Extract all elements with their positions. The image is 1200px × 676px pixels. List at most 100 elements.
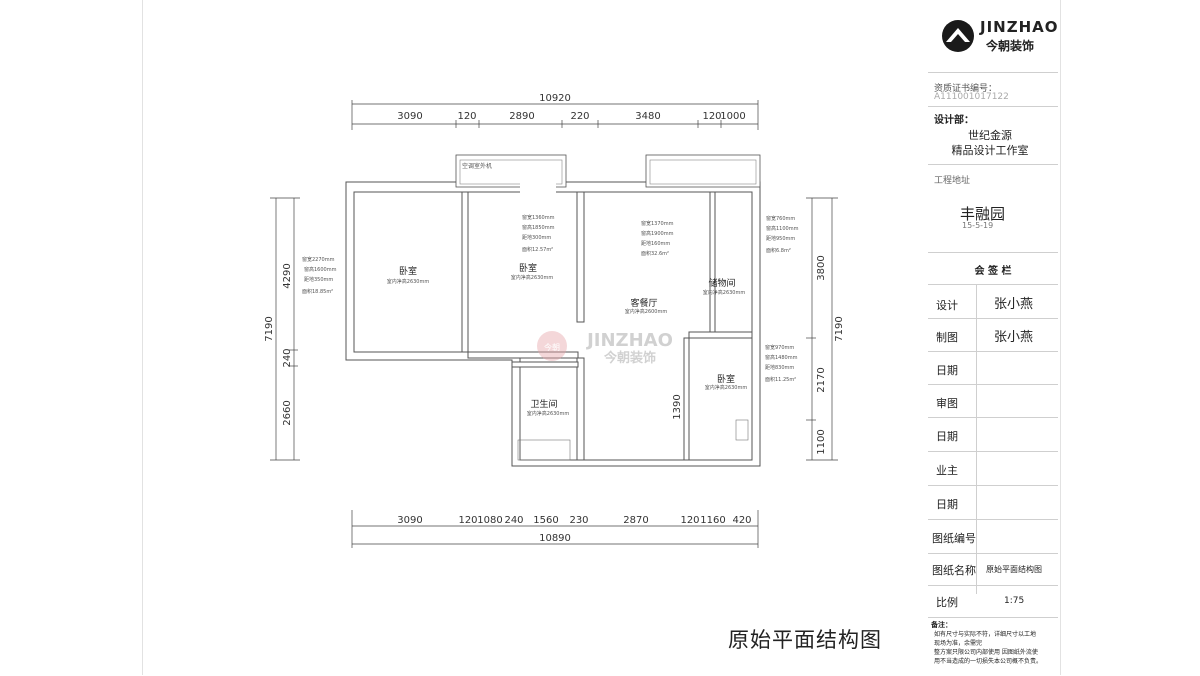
dim-right-3: 1100 (816, 429, 827, 454)
row-scale: 比例 1:75 (928, 585, 1058, 618)
dim-top-3: 2890 (509, 111, 534, 122)
row-date-2: 日期 (928, 417, 1058, 452)
svg-text:窗高1850mm: 窗高1850mm (522, 224, 555, 231)
project-name: 丰融园 (960, 205, 1006, 223)
room-bedroom-left-note: 室内净高2630mm (387, 278, 430, 285)
dim-left-3: 2660 (282, 400, 293, 425)
specs-storage: 窗宽760mm 窗高1100mm 距地950mm 面积6.8m² (766, 215, 799, 254)
dim-bot-10: 420 (732, 515, 751, 526)
room-bedroom-right-note: 室内净高2630mm (705, 384, 748, 391)
notes-label: 备注： (931, 621, 952, 629)
row-review: 审图 (928, 384, 1058, 418)
svg-text:面积6.8m²: 面积6.8m² (766, 247, 791, 254)
drawing-sheet (142, 0, 1061, 675)
notes-block: 备注： 如有尺寸与实际不符，详细尺寸以工地 现场为准，余需完 整方案只限公司内部… (928, 617, 1058, 676)
watermark: 今朝 JINZHAO 今朝装饰 (537, 330, 673, 366)
svg-text:今朝: 今朝 (544, 342, 560, 352)
dim-top-4: 220 (570, 111, 589, 122)
svg-text:距地300mm: 距地300mm (522, 234, 551, 241)
room-bedroom-right: 卧室 (717, 373, 735, 385)
svg-text:面积12.57m²: 面积12.57m² (522, 246, 553, 253)
designer-name: 张小燕 (994, 297, 1034, 312)
svg-text:窗高1480mm: 窗高1480mm (765, 354, 798, 361)
logo: JINZHAO 今朝装饰 (940, 18, 1060, 58)
row-designer: 设计 张小燕 (928, 284, 1058, 319)
dim-top-6: 120 (702, 111, 721, 122)
dim-left-total: 7190 (264, 316, 275, 341)
svg-text:窗宽970mm: 窗宽970mm (765, 344, 794, 351)
note-line-3: 整方案只限公司内部使用 因图纸外流使 (934, 649, 1038, 656)
room-living-note: 室内净高2600mm (625, 308, 668, 315)
dim-bot-6: 230 (569, 515, 588, 526)
project-row: 工程地址 丰融园 15-5-19 (928, 164, 1058, 231)
dim-right-total: 7190 (834, 316, 845, 341)
dim-bot-7: 2870 (623, 515, 648, 526)
svg-text:窗宽1370mm: 窗宽1370mm (641, 220, 674, 227)
dim-top-total: 10920 (539, 93, 571, 104)
svg-text:面积32.6m²: 面积32.6m² (641, 250, 669, 257)
dim-bot-3: 1080 (477, 515, 502, 526)
svg-text:窗宽760mm: 窗宽760mm (766, 215, 795, 222)
svg-text:窗高1900mm: 窗高1900mm (641, 230, 674, 237)
room-bathroom-note: 室内净高2630mm (527, 410, 570, 417)
project-number: 15-5-19 (962, 221, 994, 229)
dim-bot-8: 120 (680, 515, 699, 526)
logo-text-cn: 今朝装饰 (986, 39, 1035, 53)
row-drawing-no: 图纸编号 (928, 519, 1058, 554)
svg-text:距地350mm: 距地350mm (304, 276, 333, 283)
dim-right-2: 2170 (816, 367, 827, 392)
design-dept-row: 设计部： 世纪金源 精品设计工作室 (928, 106, 1058, 165)
logo-text-en: JINZHAO (980, 18, 1059, 36)
logo-icon (942, 20, 974, 52)
scale-value: 1:75 (1004, 596, 1025, 606)
left-dimensions (270, 197, 300, 461)
title-block: JINZHAO 今朝装饰 资质证书编号： A111001017122 设计部： … (928, 0, 1058, 675)
svg-text:今朝装饰: 今朝装饰 (603, 350, 656, 366)
design-dept-line2: 精品设计工作室 (951, 144, 1029, 157)
row-drafter: 制图 张小燕 (928, 318, 1058, 352)
svg-text:JINZHAO: JINZHAO (585, 330, 673, 351)
drafter-name: 张小燕 (994, 330, 1034, 345)
row-date-3: 日期 (928, 485, 1058, 520)
signoff-header-row: 会 签 栏 (928, 252, 1058, 285)
svg-text:窗高1100mm: 窗高1100mm (766, 225, 799, 232)
right-dimensions (806, 197, 838, 461)
dim-top-1: 3090 (397, 111, 422, 122)
walls (345, 154, 761, 467)
dim-bot-4: 240 (504, 515, 523, 526)
room-living: 客餐厅 (630, 297, 657, 309)
room-bedroom-mid-note: 室内净高2630mm (511, 274, 554, 281)
cert-value: A111001017122 (934, 92, 1009, 102)
signoff-divider (976, 284, 977, 594)
room-bedroom-left: 卧室 (399, 265, 417, 277)
dim-left-1: 4290 (282, 263, 293, 288)
design-dept-line1: 世纪金源 (968, 129, 1012, 142)
dim-bot-2: 120 (458, 515, 477, 526)
dim-bot-9: 1160 (700, 515, 725, 526)
room-storage-note: 室内净高2630mm (703, 289, 746, 296)
dim-bot-1: 3090 (397, 515, 422, 526)
room-storage: 储物间 (708, 277, 735, 289)
room-bedroom-mid: 卧室 (519, 262, 537, 274)
svg-text:距地950mm: 距地950mm (766, 235, 795, 242)
dim-top-7: 1000 (720, 111, 745, 122)
bottom-dimensions (351, 510, 759, 548)
specs-living: 窗宽1370mm 窗高1900mm 距地160mm 面积32.6m² (641, 220, 674, 257)
design-dept-label: 设计部： (934, 115, 974, 126)
svg-text:窗高1600mm: 窗高1600mm (304, 266, 337, 273)
dim-left-2: 240 (282, 348, 293, 367)
svg-text:面积11.25m²: 面积11.25m² (765, 376, 796, 383)
room-bathroom: 卫生间 (530, 398, 557, 410)
plan-title: 原始平面结构图 (728, 628, 882, 652)
specs-bedroom-mid: 窗宽1360mm 窗高1850mm 距地300mm 面积12.57m² (522, 214, 555, 253)
svg-text:窗宽2270mm: 窗宽2270mm (302, 256, 335, 263)
project-label: 工程地址 (934, 176, 971, 186)
cert-label: 资质证书编号： (934, 84, 998, 94)
dim-bottom-total: 10890 (539, 533, 571, 544)
dim-top-5: 3480 (635, 111, 660, 122)
dim-inner-vertical: 1390 (672, 394, 683, 419)
svg-text:面积18.85m²: 面积18.85m² (302, 288, 333, 295)
dim-top-2: 120 (457, 111, 476, 122)
note-line-4: 用不当造成的一切损失本公司概不负责。 (934, 658, 1043, 665)
row-drawing-name: 图纸名称 原始平面结构图 (928, 553, 1058, 586)
